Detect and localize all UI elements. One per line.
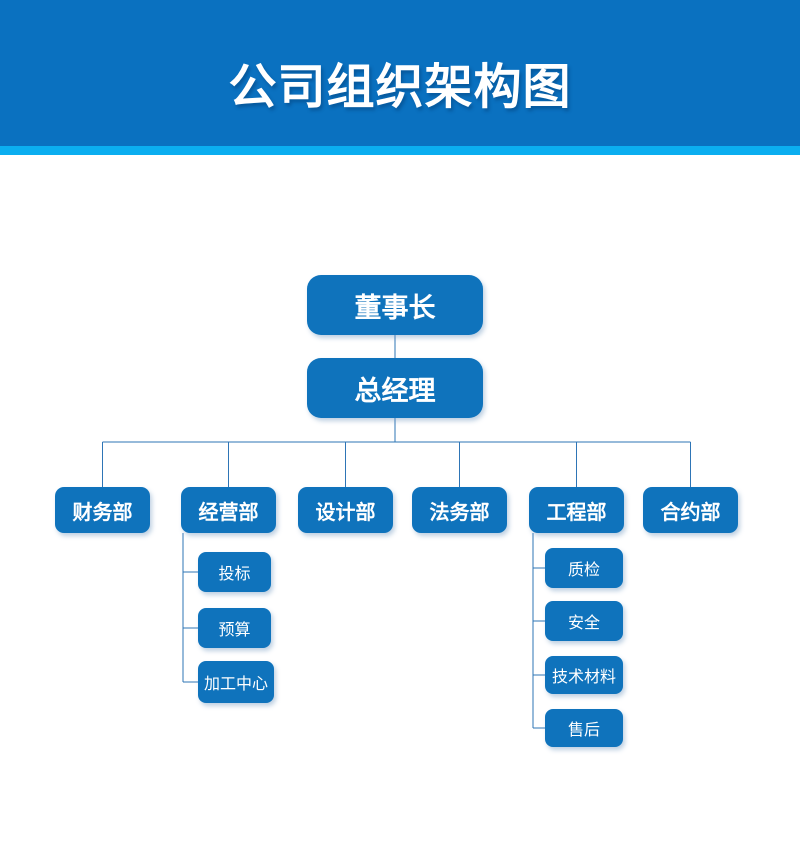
org-node-after-sales: 售后 — [545, 709, 623, 747]
org-node-finance-dept: 财务部 — [55, 487, 150, 533]
org-node-legal-dept: 法务部 — [412, 487, 507, 533]
org-node-design-dept: 设计部 — [298, 487, 393, 533]
org-node-processing-center: 加工中心 — [198, 661, 274, 703]
org-node-technical-materials: 技术材料 — [545, 656, 623, 694]
org-node-quality-inspection: 质检 — [545, 548, 623, 588]
org-node-budget: 预算 — [198, 608, 271, 648]
header-band: 公司组织架构图 — [0, 0, 800, 146]
org-node-operations-dept: 经营部 — [181, 487, 276, 533]
org-node-engineering-dept: 工程部 — [529, 487, 624, 533]
org-node-general-manager: 总经理 — [307, 358, 483, 418]
page-title: 公司组织架构图 — [228, 61, 572, 114]
org-node-safety: 安全 — [545, 601, 623, 641]
org-node-contract-dept: 合约部 — [643, 487, 738, 533]
header-accent-strip — [0, 146, 800, 155]
org-node-chairman: 董事长 — [307, 275, 483, 335]
org-node-bidding: 投标 — [198, 552, 271, 592]
